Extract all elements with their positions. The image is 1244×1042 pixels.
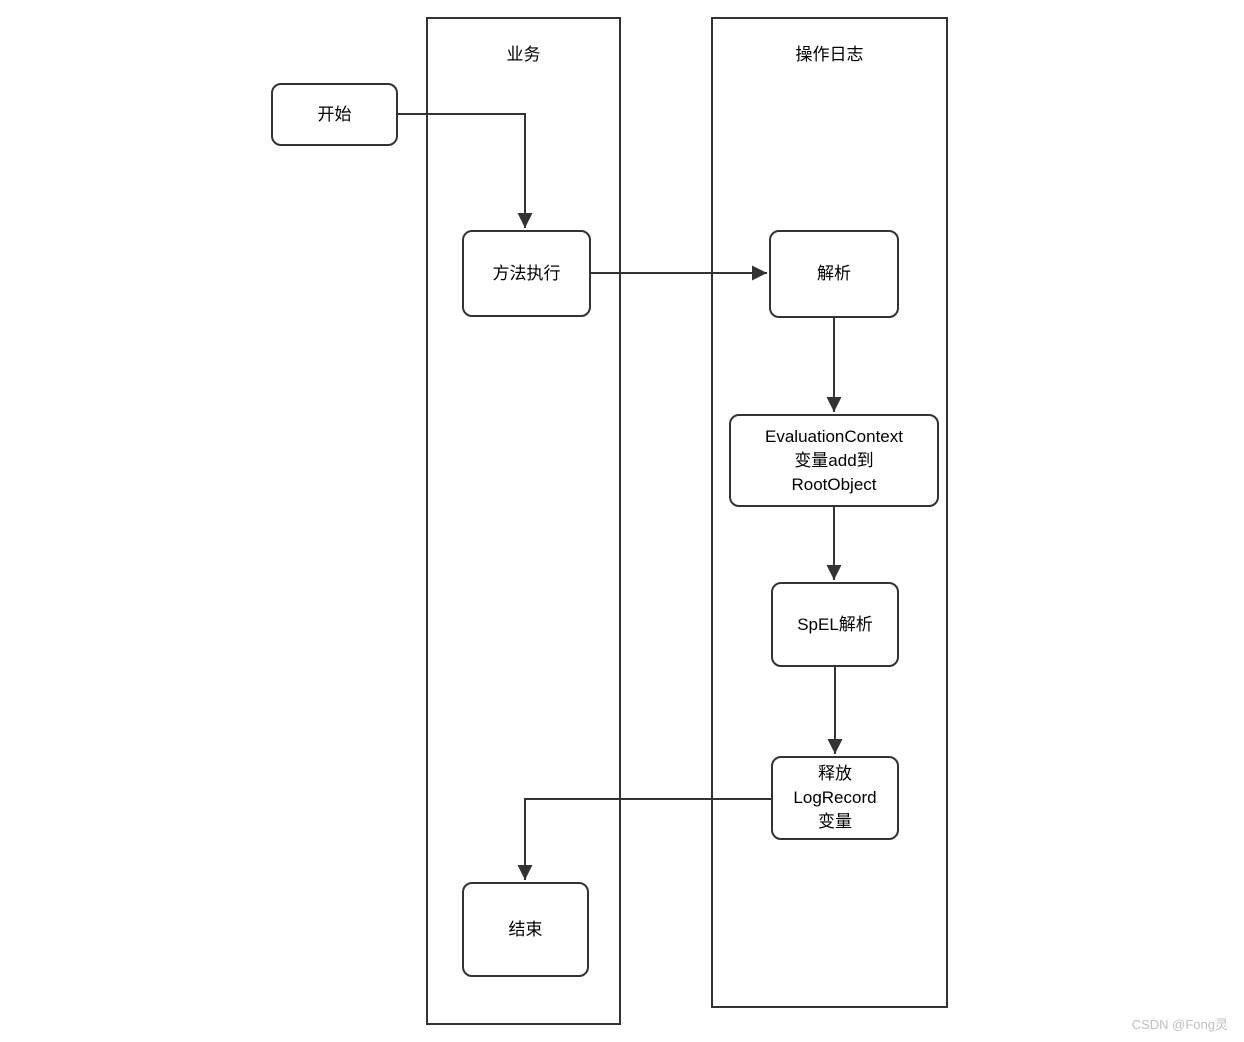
node-release-logrecord: 释放 LogRecord 变量 [771,756,899,840]
node-eval-context-line3: RootObject [791,474,877,494]
lane-operation-log: 操作日志 [711,17,948,1008]
node-parse-label: 解析 [817,264,851,283]
node-release-logrecord-line2: LogRecord [793,788,877,807]
node-end-label: 结束 [508,919,543,939]
watermark-text: CSDN @Fong灵 [1131,1017,1228,1032]
node-method-exec: 方法执行 [462,230,591,317]
lane-operation-log-title: 操作日志 [795,45,864,64]
node-parse: 解析 [769,230,899,318]
node-start: 开始 [271,83,398,146]
node-start-label: 开始 [317,104,352,124]
node-release-logrecord-line3: 变量 [818,812,852,831]
node-eval-context-line1: EvaluationContext [765,426,903,446]
lane-business-title: 业务 [506,45,541,64]
node-end: 结束 [462,882,589,977]
node-spel-parse-label: SpEL解析 [797,614,873,634]
node-eval-context-line2: 变量add到 [794,450,874,470]
lane-business: 业务 [426,17,621,1025]
node-eval-context: EvaluationContext 变量add到 RootObject [729,414,939,507]
node-method-exec-label: 方法执行 [492,263,561,283]
node-release-logrecord-line1: 释放 [818,764,852,783]
node-spel-parse: SpEL解析 [771,582,899,667]
